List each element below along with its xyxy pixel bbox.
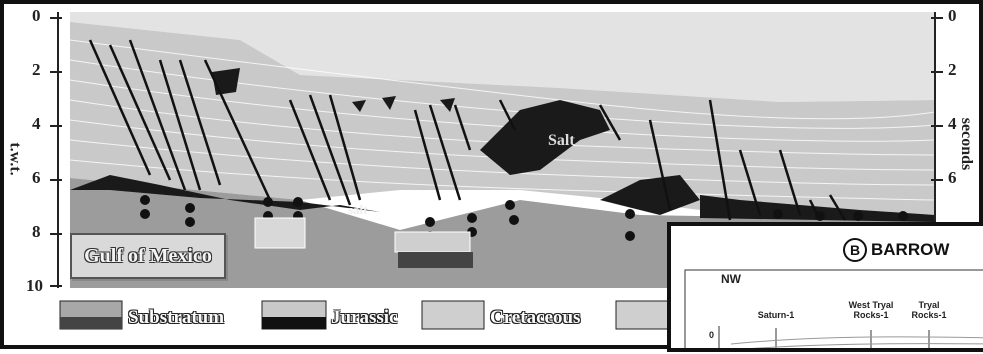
- legend-substratum: Substratum: [128, 307, 224, 329]
- tick-right-2: 2: [948, 60, 957, 80]
- well-tryal: Tryal Rocks-1: [907, 300, 951, 320]
- legend-cretaceous: Cretaceous: [490, 307, 580, 329]
- basement-block: [255, 218, 305, 248]
- well-west-tryal: West Tryal Rocks-1: [841, 300, 901, 320]
- tick-8: 8: [32, 222, 41, 242]
- salt-label: Salt: [548, 132, 575, 150]
- salt-label-lower: salt: [348, 202, 368, 218]
- depth-tick: 0: [709, 330, 714, 340]
- left-axis-label: t.w.t.: [6, 142, 24, 175]
- region-label: Gulf of Mexico: [84, 245, 212, 268]
- basement-block: [395, 232, 470, 252]
- barrow-inset: BBARROW NW Saturn-1 West Tryal Rocks-1 T…: [667, 222, 983, 352]
- well-saturn: Saturn-1: [753, 310, 799, 320]
- tick-0: 0: [32, 6, 41, 26]
- tick-right-0: 0: [948, 6, 957, 26]
- region-label-box: Gulf of Mexico: [70, 233, 226, 279]
- direction-label: NW: [721, 274, 741, 284]
- tick-2: 2: [32, 60, 41, 80]
- tick-right-4: 4: [948, 114, 957, 134]
- legend-jurassic: Jurassic: [331, 307, 398, 329]
- barrow-frame: [671, 226, 983, 352]
- tick-right-6: 6: [948, 168, 957, 188]
- basement-block: [398, 252, 473, 268]
- tick-6: 6: [32, 168, 41, 188]
- tick-4: 4: [32, 114, 41, 134]
- right-axis-label: seconds: [957, 118, 975, 170]
- tick-10: 10: [26, 276, 43, 296]
